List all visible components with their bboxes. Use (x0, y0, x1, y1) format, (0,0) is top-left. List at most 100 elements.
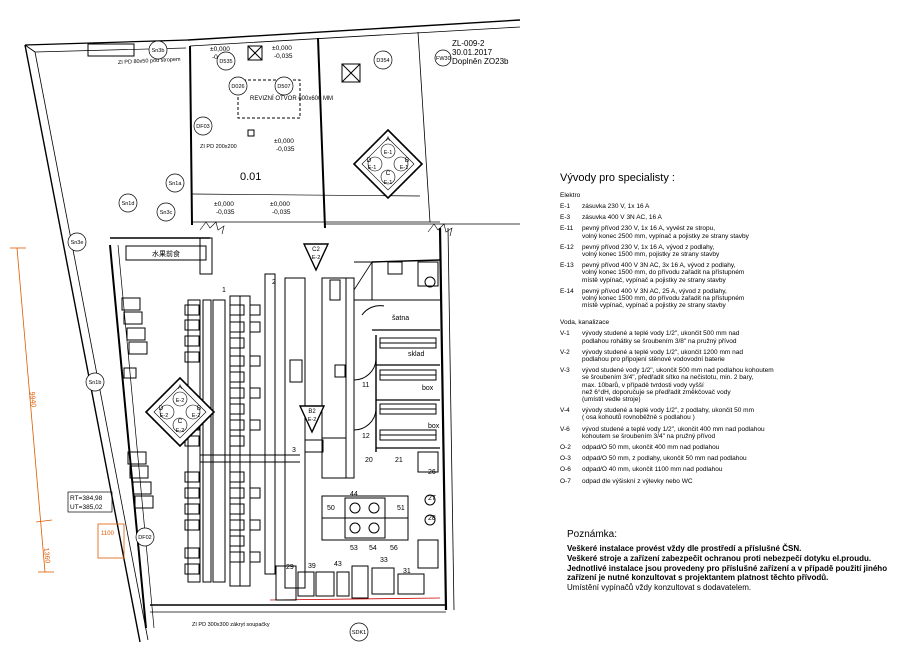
voda-code: O-6 (560, 466, 571, 474)
item-number: 26 (428, 469, 436, 476)
reference-bubble (135, 527, 155, 547)
room-001-left-wall (189, 45, 193, 226)
voda-text: vývody studené a teplé vody 1/2", z podl… (582, 407, 755, 422)
elektro-code: E-13 (560, 262, 574, 270)
outer-wall-left (24, 44, 141, 643)
room-label-storage: šatna (392, 315, 409, 322)
elektro-code: E-11 (560, 225, 574, 233)
voda-row: V-3 vývod studené vody 1/2", ukončit 500 … (556, 367, 896, 403)
voda-text: odpad/O 50 mm, ukončit 400 mm nad podlah… (582, 444, 720, 452)
item-number: 27 (428, 495, 436, 502)
marker-code: E-2 (192, 413, 201, 419)
elevation-3b: -0,035 (276, 146, 295, 153)
marker-code: E-2 (176, 428, 185, 434)
marker-letter: B (197, 405, 201, 412)
elektro-text: pevný přívod 230 V, 1x 16 A, vývod z pod… (582, 243, 720, 259)
reference-bubble (216, 51, 236, 71)
room-label-box-2: box (428, 423, 440, 430)
marker-letter: D (367, 157, 372, 164)
item-number: 53 (350, 545, 358, 552)
legend-elektro-list: E-1 zásuvka 230 V, 1x 16 A E-3 zásuvka 400 … (556, 203, 896, 309)
note-line: Veškeré instalace provést vždy dle prost… (567, 544, 802, 553)
note-line: Jednotlivé instalace jsou provedeny pro … (567, 564, 888, 582)
dimension-main: 9940 (28, 391, 37, 407)
elektro-text: zásuvka 400 V 3N AC, 16 A (582, 214, 662, 222)
voda-row: V-2 vývody studené a teplé vody 1/2", uko… (556, 349, 896, 363)
dimension-small: 1360 (42, 547, 51, 563)
voda-code: V-3 (560, 367, 570, 375)
reference-bubble (274, 76, 294, 96)
reference-bubble (118, 193, 138, 213)
marker-code: E-1 (384, 180, 393, 186)
elevation-2a: ±0,000 (272, 45, 292, 52)
voda-text: vývody studené a teplé vody 1/2", ukonči… (582, 330, 740, 345)
voda-text: odpad/O 50 mm, z podlahy, ukončit 50 mm … (582, 455, 747, 463)
room-001-right-wall (317, 37, 326, 229)
marker-code: E-1 (400, 165, 409, 171)
voda-text: vývody studené a teplé vody 1/2", ukonči… (582, 348, 743, 364)
legend-title: Vývody pro specialisty : (560, 172, 675, 184)
elektro-row: E-14 pevný přívod 400 V 3N AC, 25 A, vývo… (556, 288, 896, 310)
item-number: 21 (395, 457, 403, 464)
elektro-text: zásuvka 230 V, 1x 16 A (582, 203, 650, 210)
reference-bubble-label: Sn1b (89, 380, 102, 386)
elevation-5b: -0,035 (272, 209, 291, 216)
tag-fw-bubble (434, 49, 452, 67)
elevation-4a: ±0,000 (214, 201, 234, 208)
triangle-marker: C2E-2 (302, 243, 330, 272)
reference-bubble-label: Sn3c (160, 210, 173, 216)
plant-decoration (199, 221, 453, 237)
elektro-row: E-11 pevný přívod 230 V, 1x 16 A, vyvést … (556, 225, 896, 239)
triangle-code: E-2 (312, 255, 321, 261)
voda-code: V-2 (560, 348, 570, 356)
item-number: 39 (308, 563, 316, 570)
note-title: Poznámka: (567, 529, 618, 540)
elektro-text: pevný přívod 230 V, 1x 16 A, vyvést ze s… (582, 225, 749, 240)
item-number: 50 (327, 505, 335, 512)
pipe-note-3: ZI PD 300x300 zákryt soupačky (192, 622, 270, 628)
voda-code: V-4 (560, 407, 570, 415)
voda-text: vývod studené vody 1/2", ukončit 500 mm … (582, 367, 774, 404)
revision-opening: REVIZNÍ OTVOR 600x600 MM (250, 95, 333, 102)
item-number: 51 (397, 505, 405, 512)
triangle-markers: C2E-2B2 E-2 (298, 243, 330, 434)
elektro-text: pevný přívod 400 V 3N AC, 25 A, vývod z … (582, 287, 745, 310)
elektro-row: E-1 zásuvka 230 V, 1x 16 A (556, 203, 896, 210)
outer-wall-left-inner (34, 51, 149, 641)
elektro-code: E-1 (560, 203, 571, 210)
note-line: Umístění vypínačů vždy konzultovat s dod… (567, 583, 752, 592)
item-number: 20 (365, 457, 373, 464)
elektro-code: E-14 (560, 287, 574, 295)
room-label-warehouse: sklad (408, 351, 424, 358)
window-top (87, 43, 135, 57)
reference-bubbles: Sn3bSn3cSn1aSn1dSn3eSn1bDF02DF03SDK1D535… (67, 40, 393, 642)
elektro-code: E-3 (560, 214, 571, 222)
elevation-2b: -0,035 (274, 53, 293, 60)
kitchen-counters (264, 273, 425, 601)
reference-bubble-label: Sn1a (169, 181, 183, 187)
top-building-line (187, 19, 521, 41)
sign-text: 水果前食 (152, 249, 180, 258)
triangle-label: B2 (308, 409, 316, 415)
dimension-box: 1100 (101, 531, 115, 537)
elektro-code: E-12 (560, 243, 574, 251)
reference-bubble (373, 50, 393, 70)
back-rooms (353, 259, 441, 569)
elektro-row: E-12 pevný přívod 230 V, 1x 16 A, vývod z… (556, 244, 896, 258)
top-building-line-2 (189, 26, 521, 47)
note-line: Veškeré stroje a zařízení zabezpečit och… (567, 554, 872, 563)
reference-bubble-label: DF02 (138, 535, 151, 541)
pipe-note-2: ZI PD 200x200 (200, 144, 237, 150)
elevation-1a: ±0,000 (210, 46, 230, 53)
marker-code: E-1 (384, 150, 393, 156)
item-number: 12 (362, 433, 370, 440)
item-number: 28 (428, 515, 436, 522)
